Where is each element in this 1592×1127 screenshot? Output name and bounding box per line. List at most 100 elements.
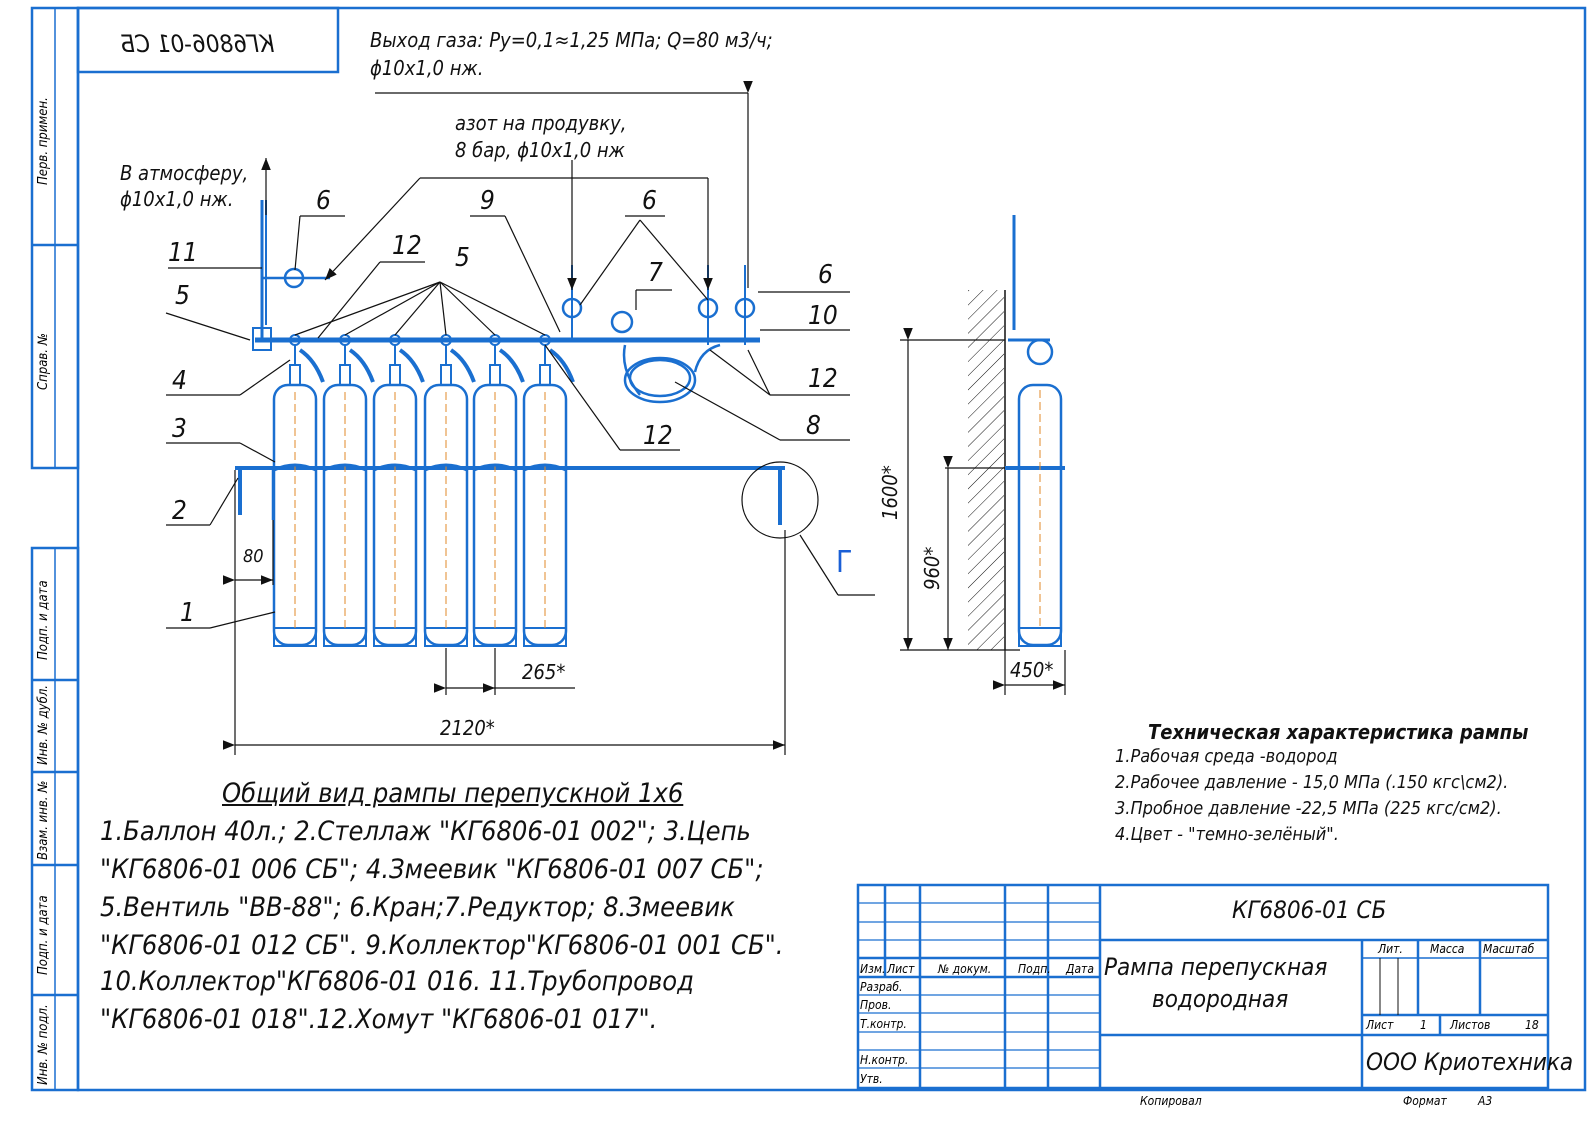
format-value: А3 [1478, 1094, 1493, 1108]
gas-out-pipe: ϕ10х1,0 нж. [370, 56, 484, 80]
coil-4 [398, 348, 425, 383]
cylinder-valve [489, 364, 501, 386]
cylinder-valve [440, 364, 452, 386]
legend-line: 10.Коллектор"КГ6806-01 016. 11.Трубопров… [100, 966, 694, 997]
row-checked: Пров. [860, 998, 892, 1012]
stamp-box [76, 6, 340, 74]
row-ncontrol: Н.контр. [860, 1053, 909, 1067]
atm-pipe: ϕ10х1,0 нж. [120, 187, 234, 211]
cylinder-valve [289, 364, 301, 386]
legend-line: "КГ6806-01 018".12.Хомут "КГ6806-01 017"… [100, 1004, 658, 1035]
leaders [165, 81, 1066, 755]
row-developer: Разраб. [860, 980, 903, 994]
strip-label: Инв. № подл. [36, 1004, 51, 1085]
nitrogen-pipe: 8 бар, ϕ10х1,0 нж [455, 138, 625, 162]
sheet-number: 1 [1420, 1018, 1427, 1032]
chain-3 [373, 463, 417, 472]
chain-3 [273, 463, 317, 472]
cylinders [272, 334, 575, 647]
legend-line: 1.Баллон 40л.; 2.Стеллаж "КГ6806-01 002"… [100, 816, 751, 847]
sheet-frame [76, 6, 1587, 1092]
callout-5: 5 [455, 243, 470, 273]
callout-6: 6 [818, 260, 833, 290]
callout-6: 6 [316, 186, 331, 216]
strip-label: Подп. и дата [36, 895, 51, 975]
callout-3: 3 [172, 414, 187, 444]
coil-4 [548, 348, 575, 383]
cylinder-valve [389, 364, 401, 386]
coil-4 [449, 348, 476, 383]
strip-label: Инв. № дубл. [36, 684, 51, 765]
callout-12: 12 [392, 231, 422, 261]
callout-2: 2 [172, 496, 187, 526]
mass-header: Масса [1430, 942, 1465, 956]
coil-4 [298, 348, 325, 383]
nitrogen-note: азот на продувку, [455, 111, 627, 135]
chain-3 [424, 463, 468, 472]
dim-2120: 2120* [440, 716, 495, 740]
tech-title: Техническая характеристика рампы [1148, 720, 1529, 744]
mirrored-stamp: КГ6806-01 СБ [120, 30, 275, 58]
callout-11: 11 [168, 238, 198, 268]
atm-note: В атмосферу, [120, 161, 249, 185]
coil-4 [498, 348, 525, 383]
company: ООО Криотехника [1366, 1048, 1574, 1076]
callout-10: 10 [808, 301, 838, 331]
dim-960: 960* [920, 546, 944, 590]
callout-5: 5 [175, 281, 190, 311]
col-sign: Подп. [1018, 962, 1051, 976]
coil-4 [348, 348, 375, 383]
sheets-count: 18 [1525, 1018, 1539, 1032]
lit-header: Лит. [1378, 942, 1403, 956]
title-block-lines [856, 883, 1550, 1090]
strip-label: Справ. № [36, 333, 51, 390]
doc-name-1: Рампа перепускная [1104, 953, 1328, 981]
dim-1600: 1600* [878, 465, 902, 520]
side-view [968, 215, 1065, 650]
callout-9: 9 [480, 186, 495, 216]
cylinder-valve [539, 364, 551, 386]
strip-label: Взам. инв. № [36, 780, 51, 860]
legend-line: 5.Вентиль "ВВ-88"; 6.Кран;7.Редуктор; 8.… [100, 892, 735, 923]
callout-12: 12 [643, 421, 673, 451]
tech-line: 4.Цвет - "темно-зелёный". [1115, 824, 1339, 845]
row-approved: Утв. [860, 1072, 883, 1086]
chain-3 [323, 463, 367, 472]
doc-name-2: водородная [1152, 985, 1289, 1013]
tech-line: 1.Рабочая среда -водород [1115, 746, 1338, 767]
dim-265: 265* [522, 660, 566, 684]
detail-circle-g [741, 461, 819, 539]
chain-3 [523, 463, 567, 472]
dim-80: 80 [243, 546, 264, 567]
manifold [252, 200, 760, 404]
copied-label: Копировал [1140, 1094, 1202, 1108]
format-label: Формат [1403, 1094, 1447, 1108]
strip-label: Перв. примен. [36, 97, 51, 185]
callout-7: 7 [648, 258, 663, 288]
col-list: Лист [887, 962, 915, 976]
col-doc: № докум. [938, 962, 992, 976]
chain-3 [473, 463, 517, 472]
callout-8: 8 [806, 411, 821, 441]
detail-label-g: Г [836, 545, 853, 580]
gas-out-note: Выход газа: Ру=0,1≈1,25 МПа; Q=80 м3/ч; [370, 28, 773, 52]
tech-line: 3.Пробное давление -22,5 МПа (225 кгс/см… [1115, 798, 1502, 819]
rack [235, 466, 785, 525]
main-title: Общий вид рампы перепускной 1х6 [222, 778, 684, 809]
col-izm: Изм. [860, 962, 886, 976]
doc-code: КГ6806-01 СБ [1232, 896, 1387, 924]
legend-line: "КГ6806-01 006 СБ"; 4.Змеевик "КГ6806-01… [100, 854, 764, 885]
col-date: Дата [1066, 962, 1094, 976]
dim-450: 450* [1010, 658, 1054, 682]
callout-4: 4 [172, 366, 187, 396]
callout-6: 6 [642, 186, 657, 216]
row-tcontrol: Т.контр. [860, 1017, 907, 1031]
callout-1: 1 [180, 598, 195, 628]
cylinder-valve [339, 364, 351, 386]
legend-line: "КГ6806-01 012 СБ". 9.Коллектор"КГ6806-0… [100, 930, 784, 961]
sheets-label: Листов [1450, 1018, 1491, 1032]
tech-line: 2.Рабочее давление - 15,0 МПа (.150 кгс\… [1115, 772, 1509, 793]
sheet-label: Лист [1366, 1018, 1394, 1032]
